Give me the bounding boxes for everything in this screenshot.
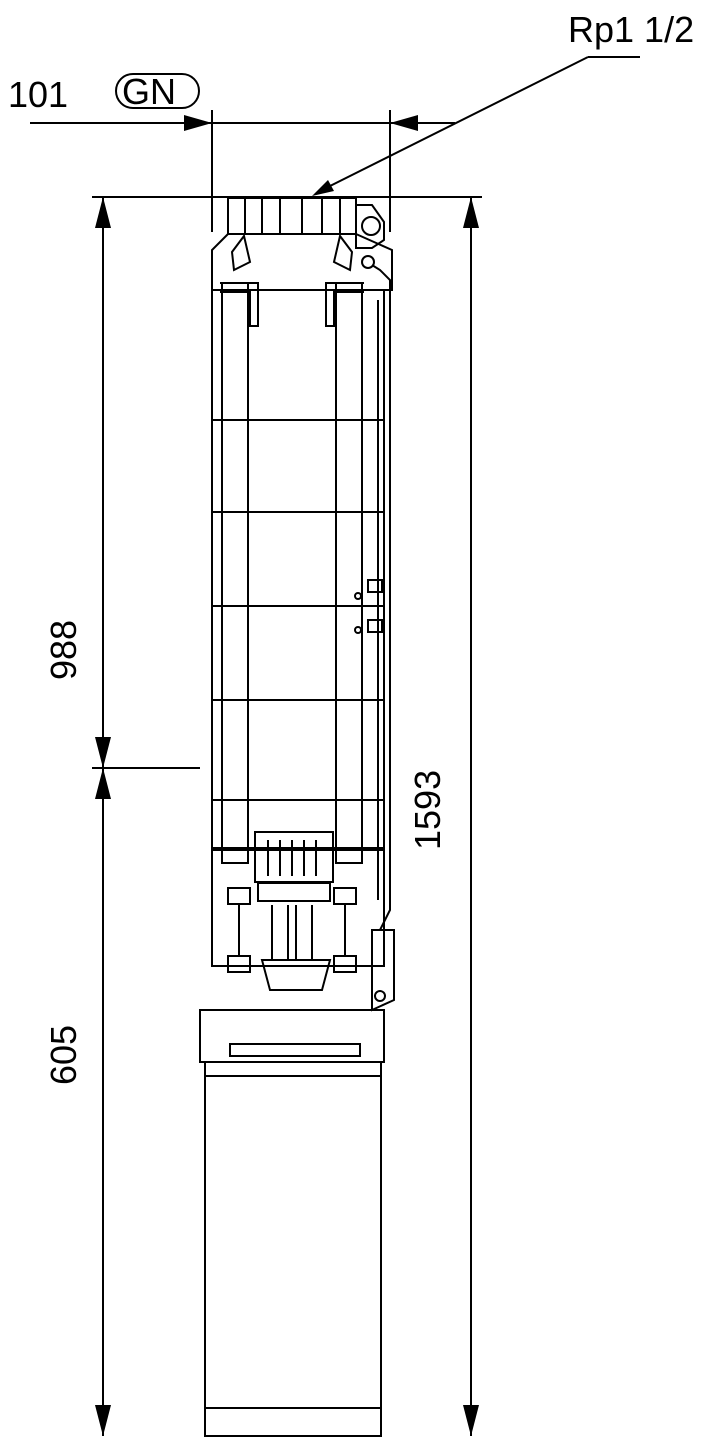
outlet-code-badge: GN — [115, 71, 200, 112]
pump-intake — [211, 831, 395, 1012]
dim-motor-height-label: 605 — [43, 1025, 84, 1085]
outlet-code-label: GN — [122, 71, 176, 112]
motor-flange — [199, 1009, 385, 1063]
pump-outlet-head — [211, 197, 393, 291]
dimension-lines — [30, 56, 640, 1436]
dim-outlet-width-label: 101 — [8, 74, 68, 115]
thread-label: Rp1 1/2 — [568, 9, 694, 50]
dimension-arrows — [95, 115, 479, 1436]
dim-pump-height-label: 988 — [43, 620, 84, 680]
motor-body — [204, 1061, 382, 1437]
dim-total-height-label: 1593 — [407, 770, 448, 850]
pump-body — [211, 264, 391, 931]
